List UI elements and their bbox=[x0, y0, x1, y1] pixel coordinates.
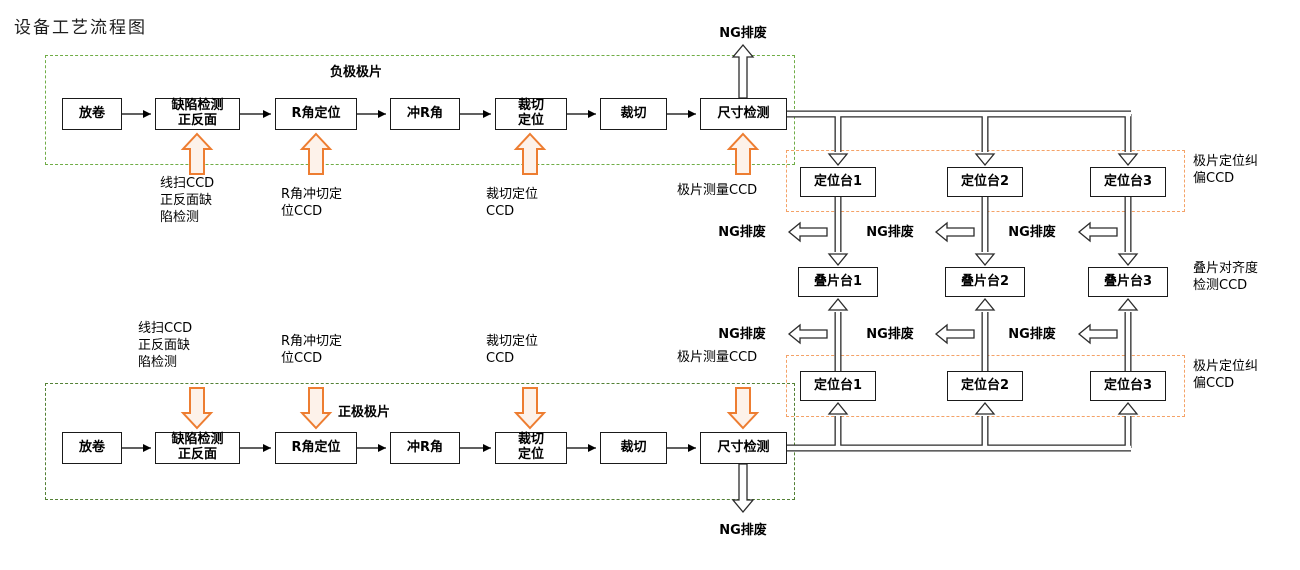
ng-left-arrow-icon bbox=[934, 221, 975, 243]
stacking-table-2: 叠片台2 bbox=[945, 267, 1025, 297]
positioning-table-3-bottom: 定位台3 bbox=[1090, 371, 1166, 401]
ccd-label-cut-align-pos: 裁切定位 CCD bbox=[486, 334, 539, 366]
pipe-arrowhead-icon bbox=[974, 297, 996, 311]
pipe-arrowhead-icon bbox=[1117, 401, 1139, 415]
pipe-arrowhead-icon bbox=[1117, 297, 1139, 311]
ng-row-top-label-2: NG排废 bbox=[866, 225, 914, 240]
negative-electrode-group-frame bbox=[45, 55, 795, 165]
positioning-table-2-top: 定位台2 bbox=[947, 167, 1023, 197]
positioning-table-1-top: 定位台1 bbox=[800, 167, 876, 197]
step-defect-inspect-neg: 缺陷检测 正反面 bbox=[155, 98, 240, 130]
ng-left-arrow-icon bbox=[1077, 323, 1118, 345]
ccd-down-arrow-icon bbox=[180, 387, 214, 430]
ccd-label-line-scan-neg: 线扫CCD 正反面缺 陷检测 bbox=[160, 176, 215, 225]
ng-row-bottom-label-1: NG排废 bbox=[718, 327, 766, 342]
stacking-table-1: 叠片台1 bbox=[798, 267, 878, 297]
ccd-up-arrow-icon bbox=[513, 132, 547, 175]
ng-down-arrow-icon bbox=[731, 463, 755, 514]
side-label-positioning-top: 极片定位纠 偏CCD bbox=[1193, 154, 1259, 186]
step-r-corner-punch-neg: 冲R角 bbox=[390, 98, 460, 130]
pipe-connectors bbox=[787, 110, 1139, 452]
step-size-inspect-neg: 尺寸检测 bbox=[700, 98, 787, 130]
ng-left-arrow-icon bbox=[787, 221, 828, 243]
ng-left-arrow-icon bbox=[934, 323, 975, 345]
ccd-arrows-negative bbox=[180, 132, 760, 175]
step-r-corner-align-neg: R角定位 bbox=[275, 98, 357, 130]
side-label-positioning-bottom: 极片定位纠 偏CCD bbox=[1193, 359, 1259, 391]
positioning-table-2-bottom: 定位台2 bbox=[947, 371, 1023, 401]
positioning-table-3-top: 定位台3 bbox=[1090, 167, 1166, 197]
ng-row-top-label-3: NG排废 bbox=[1008, 225, 1056, 240]
ccd-up-arrow-icon bbox=[180, 132, 214, 175]
ccd-down-arrow-icon bbox=[726, 387, 760, 430]
ccd-label-measure-pos: 极片测量CCD bbox=[677, 350, 758, 365]
step-cut-align-pos: 裁切 定位 bbox=[495, 432, 567, 464]
pipe-arrowhead-icon bbox=[974, 253, 996, 267]
ccd-down-arrow-icon bbox=[299, 387, 333, 430]
pipe-arrowhead-icon bbox=[827, 297, 849, 311]
pipe-arrowhead-icon bbox=[974, 153, 996, 167]
step-unwind-neg: 放卷 bbox=[62, 98, 122, 130]
step-r-corner-align-pos: R角定位 bbox=[275, 432, 357, 464]
step-cut-neg: 裁切 bbox=[600, 98, 667, 130]
pipe-arrowhead-icon bbox=[974, 401, 996, 415]
negative-electrode-label: 负极极片 bbox=[330, 65, 383, 80]
ccd-up-arrow-icon bbox=[299, 132, 333, 175]
ccd-label-cut-align-neg: 裁切定位 CCD bbox=[486, 187, 539, 219]
pipe-arrowhead-icon bbox=[1117, 153, 1139, 167]
positioning-table-1-bottom: 定位台1 bbox=[800, 371, 876, 401]
step-cut-align-neg: 裁切 定位 bbox=[495, 98, 567, 130]
ng-up-arrow-icon bbox=[731, 43, 755, 99]
positive-electrode-group-frame bbox=[45, 383, 795, 500]
ng-row-bottom-label-2: NG排废 bbox=[866, 327, 914, 342]
ccd-down-arrow-icon bbox=[513, 387, 547, 430]
ccd-label-r-corner-pos: R角冲切定 位CCD bbox=[281, 334, 343, 366]
positive-electrode-label: 正极极片 bbox=[338, 405, 391, 420]
ng-left-arrow-icon bbox=[787, 323, 828, 345]
ng-row-top-label-1: NG排废 bbox=[718, 225, 766, 240]
step-cut-pos: 裁切 bbox=[600, 432, 667, 464]
ccd-up-arrow-icon bbox=[726, 132, 760, 175]
ccd-label-measure-neg: 极片测量CCD bbox=[677, 183, 758, 198]
step-defect-inspect-pos: 缺陷检测 正反面 bbox=[155, 432, 240, 464]
step-r-corner-punch-pos: 冲R角 bbox=[390, 432, 460, 464]
stacking-table-3: 叠片台3 bbox=[1088, 267, 1168, 297]
ng-left-arrows-row-bottom bbox=[787, 323, 1118, 345]
step-size-inspect-pos: 尺寸检测 bbox=[700, 432, 787, 464]
step-unwind-pos: 放卷 bbox=[62, 432, 122, 464]
side-label-stacking: 叠片对齐度 检测CCD bbox=[1193, 261, 1259, 293]
ccd-label-r-corner-neg: R角冲切定 位CCD bbox=[281, 187, 343, 219]
ccd-arrows-positive bbox=[180, 387, 760, 430]
pipe-arrowhead-icon bbox=[827, 153, 849, 167]
ng-row-bottom-label-3: NG排废 bbox=[1008, 327, 1056, 342]
pipe-arrowhead-icon bbox=[827, 253, 849, 267]
page-title: 设备工艺流程图 bbox=[14, 18, 147, 38]
ng-label-top: NG排废 bbox=[719, 26, 767, 41]
pipe-arrowhead-icon bbox=[827, 401, 849, 415]
ng-label-bottom: NG排废 bbox=[719, 523, 767, 538]
ng-left-arrow-icon bbox=[1077, 221, 1118, 243]
pipe-arrowhead-icon bbox=[1117, 253, 1139, 267]
ng-left-arrows-row-top bbox=[787, 221, 1118, 243]
ccd-label-line-scan-pos: 线扫CCD 正反面缺 陷检测 bbox=[138, 321, 193, 370]
